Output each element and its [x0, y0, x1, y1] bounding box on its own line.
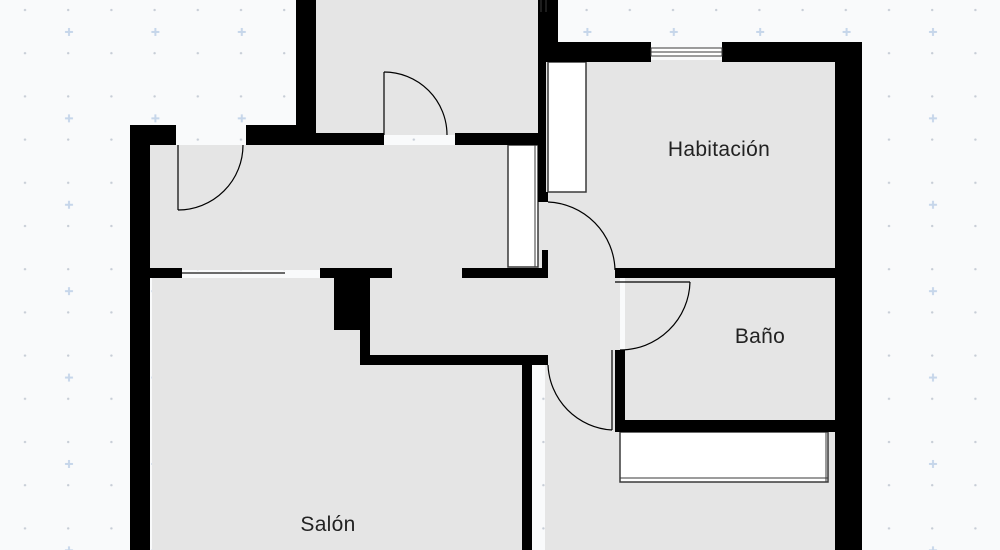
bathroom-floor	[625, 275, 835, 420]
room-label-bathroom: Baño	[735, 325, 785, 348]
walls	[130, 0, 862, 550]
corridor-floor	[316, 0, 538, 135]
corridor-door-swing	[383, 71, 448, 136]
kitchen-door-swing	[547, 364, 613, 431]
passage-floor	[545, 270, 620, 550]
wardrobe	[547, 61, 587, 193]
room-label-bedroom: Habitación	[668, 138, 770, 161]
room-label-living-room: Salón	[300, 513, 355, 536]
fixtures	[507, 61, 829, 483]
kitchen-counter	[619, 431, 829, 483]
bedroom-floor	[545, 60, 835, 270]
bathroom-door-swing	[619, 281, 691, 351]
entrance-door-swing	[177, 144, 244, 211]
hall-floor	[150, 145, 545, 270]
doors	[177, 71, 691, 431]
hall-closet	[507, 144, 539, 268]
bedroom-door-swing	[547, 201, 616, 271]
floor-areas	[150, 0, 835, 550]
windows	[182, 0, 723, 274]
